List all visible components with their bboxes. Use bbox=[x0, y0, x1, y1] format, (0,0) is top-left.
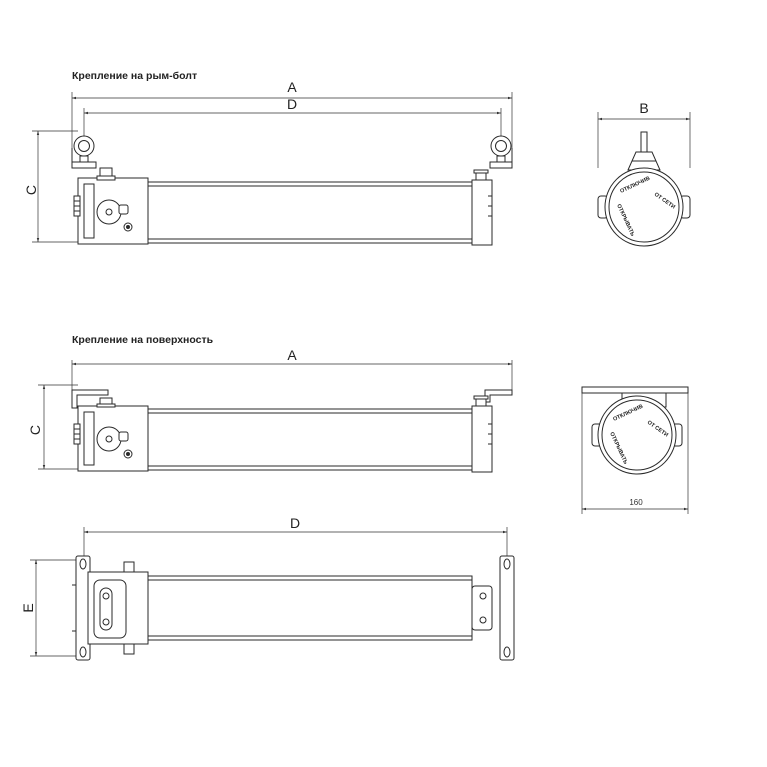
surface-section-title: Крепление на поверхность bbox=[72, 334, 214, 346]
dimension-e: E bbox=[20, 559, 76, 657]
dimension-c-label: C bbox=[23, 185, 39, 195]
dimension-b-label: B bbox=[639, 100, 648, 116]
dimension-d-eyebolt: D bbox=[83, 96, 502, 140]
dimension-d-label: D bbox=[287, 96, 297, 112]
dimension-160: 160 bbox=[581, 393, 689, 514]
dimension-a-label: A bbox=[287, 79, 297, 95]
eyebolt-section-title: Крепление на рым-болт bbox=[72, 70, 197, 82]
dimension-c-surface: C bbox=[27, 384, 78, 470]
dimension-a-eyebolt: A bbox=[71, 79, 513, 150]
dimension-a-surface: A bbox=[71, 347, 513, 400]
luminaire-surface-side-view bbox=[71, 389, 513, 473]
dimension-d-top: D bbox=[83, 515, 508, 560]
dimension-e-label: E bbox=[20, 603, 36, 612]
luminaire-eyebolt-side-view bbox=[71, 135, 513, 246]
dimension-c-eyebolt: C bbox=[23, 130, 78, 243]
dimension-a2-label: A bbox=[287, 347, 297, 363]
dimension-b: B bbox=[597, 100, 691, 168]
luminaire-surface-end-view: ОТКЛЮЧИВ ОТ СЕТИ ОТКРЫВАТЬ bbox=[581, 386, 689, 475]
dimension-160-label: 160 bbox=[629, 498, 643, 507]
dimension-c2-label: C bbox=[27, 425, 43, 435]
luminaire-top-view bbox=[72, 555, 515, 661]
luminaire-eyebolt-end-view: ОТКЛЮЧИВ ОТ СЕТИ ОТКРЫВАТЬ bbox=[597, 131, 691, 247]
dimension-d2-label: D bbox=[290, 515, 300, 531]
